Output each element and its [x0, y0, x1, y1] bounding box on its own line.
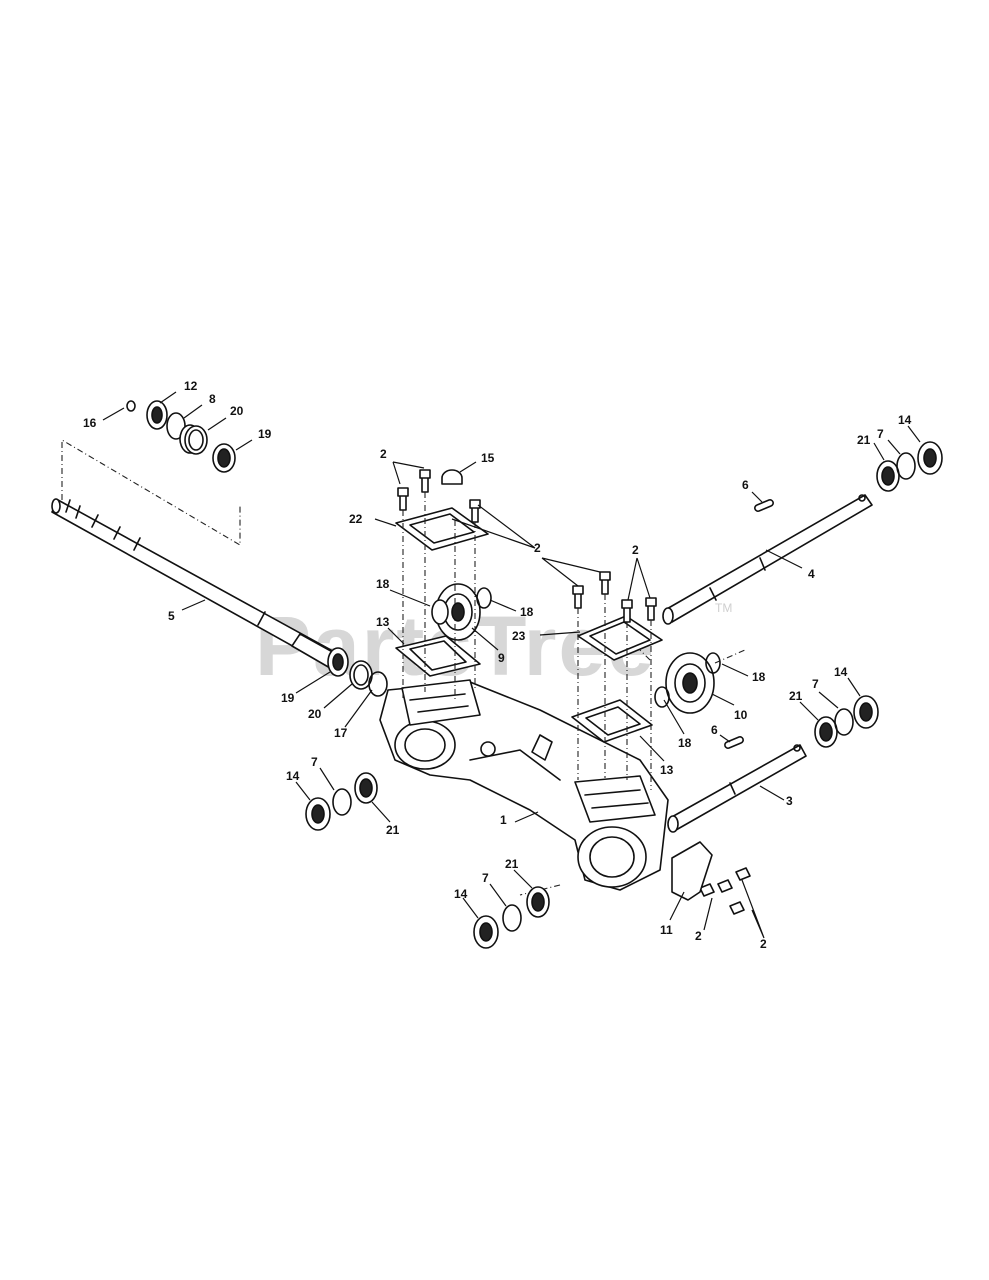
leader-lines — [102, 391, 921, 939]
key-6-lower — [724, 736, 744, 749]
callout-20-top: 20 — [230, 404, 244, 418]
callout-2-bottom-right: 2 — [760, 937, 767, 951]
callout-15: 15 — [481, 451, 495, 465]
callout-labels: 16 12 8 20 19 2 15 22 2 2 6 21 7 14 4 18… — [83, 379, 912, 951]
callout-7-top-right: 7 — [877, 427, 884, 441]
bolts — [397, 469, 751, 915]
callout-20-shaft: 20 — [308, 707, 322, 721]
callout-10: 10 — [734, 708, 748, 722]
callout-5: 5 — [168, 609, 175, 623]
callout-18-lower: 18 — [678, 736, 692, 750]
callout-13-right: 13 — [660, 763, 674, 777]
shaft-3 — [667, 744, 807, 833]
callout-16: 16 — [83, 416, 97, 430]
transaxle-housing-1 — [379, 679, 669, 891]
bottom-bearing — [473, 886, 550, 949]
callout-1: 1 — [500, 813, 507, 827]
callout-22: 22 — [349, 512, 363, 526]
callout-2-top-left: 2 — [380, 447, 387, 461]
side-cover-11 — [671, 841, 713, 901]
left-bearing-group — [126, 400, 236, 473]
callout-7-mid-right: 7 — [812, 677, 819, 691]
covers-and-gaskets — [395, 507, 663, 743]
callout-13-left: 13 — [376, 615, 390, 629]
callout-18-upper: 18 — [520, 605, 534, 619]
callout-21-bottom: 21 — [505, 857, 519, 871]
callout-6-lower: 6 — [711, 723, 718, 737]
key-6-upper — [754, 499, 774, 512]
callout-11: 11 — [660, 923, 673, 937]
callout-14-mid-right: 14 — [834, 665, 848, 679]
callout-7-left: 7 — [311, 755, 318, 769]
callout-8: 8 — [209, 392, 216, 406]
callout-4: 4 — [808, 567, 815, 581]
callout-18-left: 18 — [376, 577, 390, 591]
callout-21-top-right: 21 — [857, 433, 871, 447]
callout-17: 17 — [334, 726, 348, 740]
callout-14-top-right: 14 — [898, 413, 912, 427]
callout-3: 3 — [786, 794, 793, 808]
callout-23: 23 — [512, 629, 526, 643]
callout-9: 9 — [498, 651, 505, 665]
alignment-lines — [402, 492, 746, 896]
shaft-bearing-group — [327, 647, 388, 697]
callout-21-left: 21 — [386, 823, 400, 837]
shaft-4 — [662, 494, 873, 625]
watermark-trademark: TM — [715, 601, 732, 615]
gears — [431, 583, 721, 714]
callout-12: 12 — [184, 379, 198, 393]
callout-14-bottom: 14 — [454, 887, 468, 901]
callout-2-bottom-left: 2 — [695, 929, 702, 943]
callout-2-middle: 2 — [534, 541, 541, 555]
axle-shaft-5 — [51, 498, 341, 669]
callout-7-bottom: 7 — [482, 871, 489, 885]
callout-14-left: 14 — [286, 769, 300, 783]
callout-19-shaft: 19 — [281, 691, 295, 705]
shaft-5-leader-dashed — [61, 439, 241, 546]
callout-18-right: 18 — [752, 670, 766, 684]
callout-19-top: 19 — [258, 427, 272, 441]
left-lower-bearing — [305, 772, 378, 831]
callout-21-mid-right: 21 — [789, 689, 803, 703]
right-bearing-lower — [814, 695, 879, 748]
callout-6-top: 6 — [742, 478, 749, 492]
right-bearing-upper — [876, 441, 943, 492]
callout-2-right: 2 — [632, 543, 639, 557]
